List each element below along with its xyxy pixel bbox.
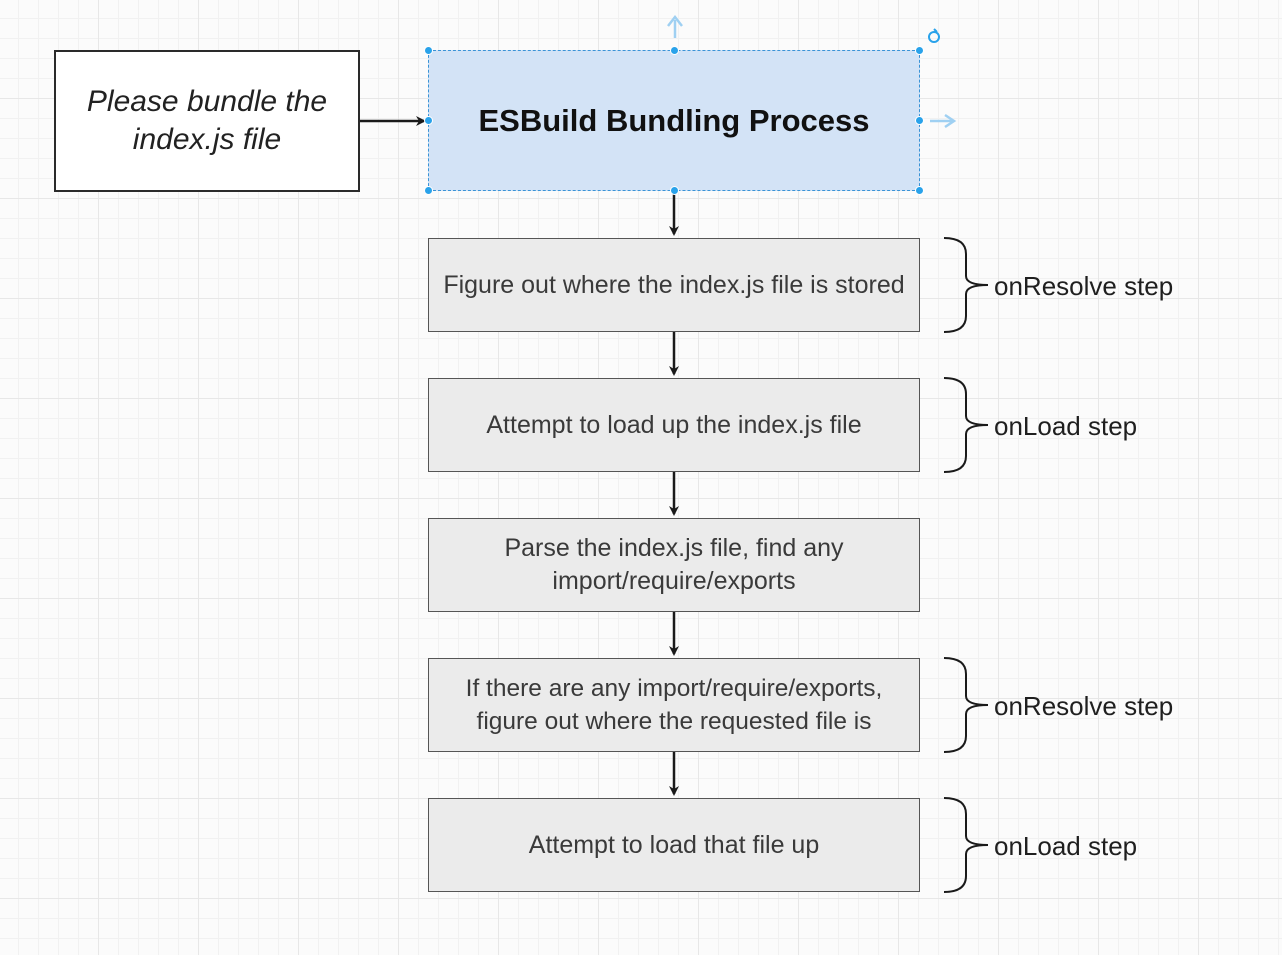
selection-handle-bottom-center[interactable] bbox=[670, 186, 679, 195]
step-text-4: If there are any import/require/exports,… bbox=[465, 675, 883, 735]
selection-handle-top-left[interactable] bbox=[424, 46, 433, 55]
step-text-1: Figure out where the index.js file is st… bbox=[443, 270, 905, 299]
rotate-handle-icon[interactable] bbox=[928, 28, 940, 43]
hover-arrow-up-icon[interactable] bbox=[667, 14, 683, 38]
selection-handle-middle-right[interactable] bbox=[915, 116, 924, 125]
process-title: ESBuild Bundling Process bbox=[478, 102, 870, 138]
step-box-4[interactable]: If there are any import/require/exports,… bbox=[428, 658, 920, 752]
process-title-box[interactable]: ESBuild Bundling Process bbox=[428, 50, 920, 191]
curly-brace-step-2 bbox=[943, 377, 989, 473]
step-label-5[interactable]: onLoad step bbox=[994, 831, 1138, 861]
step-box-2[interactable]: Attempt to load up the index.js file bbox=[428, 378, 920, 472]
step-box-5[interactable]: Attempt to load that file up bbox=[428, 798, 920, 892]
step-text-5: Attempt to load that file up bbox=[528, 830, 820, 859]
step-label-2[interactable]: onLoad step bbox=[994, 411, 1138, 441]
step-text-2: Attempt to load up the index.js file bbox=[486, 410, 862, 439]
request-text: Please bundle the index.js file bbox=[86, 85, 328, 156]
step-label-4[interactable]: onResolve step bbox=[994, 691, 1174, 721]
step-label-1[interactable]: onResolve step bbox=[994, 271, 1174, 301]
hover-arrow-right-icon[interactable] bbox=[930, 113, 957, 129]
selection-handle-bottom-left[interactable] bbox=[424, 186, 433, 195]
step-box-1[interactable]: Figure out where the index.js file is st… bbox=[428, 238, 920, 332]
curly-brace-step-1 bbox=[943, 237, 989, 333]
request-box[interactable]: Please bundle the index.js file bbox=[54, 50, 360, 192]
selection-handle-top-right[interactable] bbox=[915, 46, 924, 55]
step-box-3[interactable]: Parse the index.js file, find any import… bbox=[428, 518, 920, 612]
curly-brace-step-5 bbox=[943, 797, 989, 893]
selection-handle-top-center[interactable] bbox=[670, 46, 679, 55]
selection-handle-middle-left[interactable] bbox=[424, 116, 433, 125]
step-text-3: Parse the index.js file, find any import… bbox=[504, 534, 844, 595]
curly-brace-step-4 bbox=[943, 657, 989, 753]
selection-handle-bottom-right[interactable] bbox=[915, 186, 924, 195]
